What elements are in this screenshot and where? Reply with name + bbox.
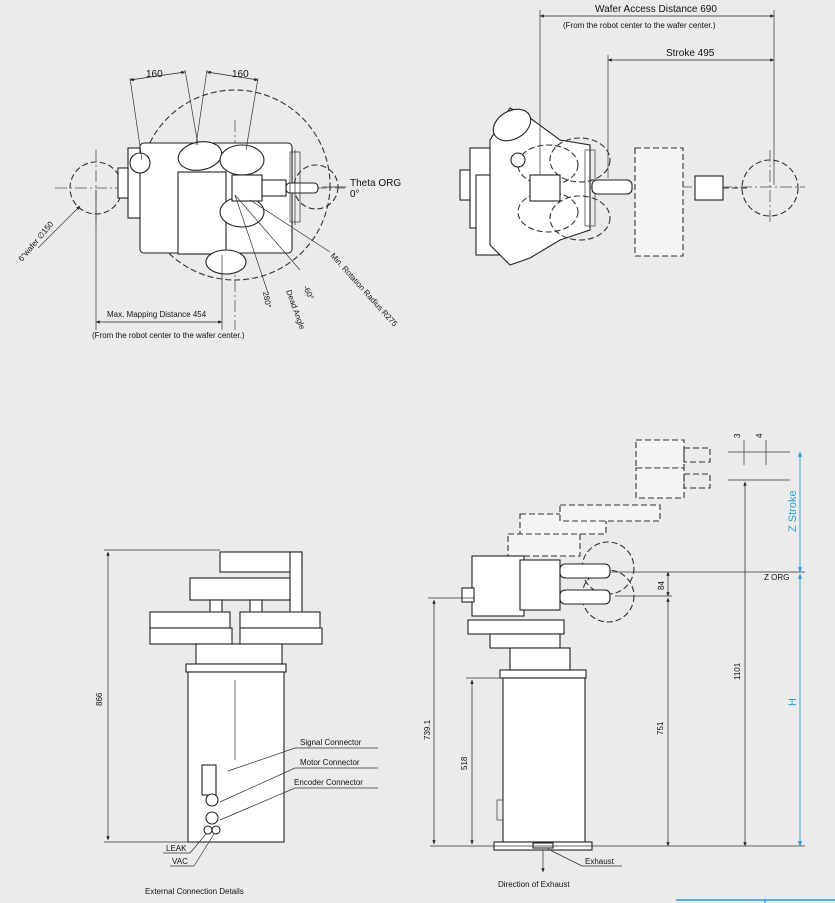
dead-angle-label: Dead Angle <box>284 289 307 331</box>
direction-exhaust-label: Direction of Exhaust <box>498 880 570 889</box>
max-mapping-note: (From the robot center to the wafer cent… <box>92 331 245 340</box>
encoder-connector-label: Encoder Connector <box>294 778 363 787</box>
dim-739: 739.1 <box>423 719 432 740</box>
vac-label: VAC <box>172 857 188 866</box>
z-stroke-label: Z Stroke <box>787 490 799 532</box>
dim-866: 866 <box>95 692 104 706</box>
dim-4: 4 <box>755 433 764 438</box>
top-view-rotation: 160 160 Theta ORG 0° 6"wafer ∅150 280° -… <box>17 69 402 340</box>
dim-160-left: 160 <box>146 69 163 80</box>
theta-zero-label: 0° <box>350 189 360 200</box>
side-base-column <box>502 677 586 843</box>
wafer-access-label: Wafer Access Distance 690 <box>595 4 717 15</box>
motor-connector-label: Motor Connector <box>300 758 360 767</box>
exhaust-label: Exhaust <box>585 857 615 866</box>
extended-arm-outline <box>634 147 684 257</box>
wafer-size-label: 6"wafer ∅150 <box>17 219 56 263</box>
access-wafer-circle <box>741 159 799 217</box>
stroke-label: Stroke 495 <box>666 48 715 59</box>
dim-160-right: 160 <box>232 69 249 80</box>
angle-280-label: 280° <box>261 291 273 309</box>
z-org-label: Z ORG <box>764 573 789 582</box>
front-view: 866 Signal Connector Motor Connector Enc… <box>95 549 378 896</box>
dim-84: 84 <box>657 581 666 590</box>
side-view: 3 4 Z Stroke Z ORG 84 1101 751 H 739.1 5… <box>423 433 805 889</box>
top-view-extension: Wafer Access Distance 690 (From the robo… <box>459 4 805 266</box>
dim-751: 751 <box>656 721 665 735</box>
angle-neg60-label: -60° <box>301 284 315 301</box>
signal-connector-label: Signal Connector <box>300 738 362 747</box>
robot-column <box>177 171 227 255</box>
min-rotation-label: Min. Rotation Radius R275 <box>329 251 400 328</box>
dim-518: 518 <box>460 756 469 770</box>
max-mapping-label: Max. Mapping Distance 454 <box>107 310 207 319</box>
leak-label: LEAK <box>166 844 187 853</box>
external-connection-caption: External Connection Details <box>145 887 244 896</box>
dim-1101: 1101 <box>733 662 742 680</box>
dim-3: 3 <box>733 433 742 438</box>
h-label: H <box>787 698 799 706</box>
wafer-access-note: (From the robot center to the wafer cent… <box>563 21 716 30</box>
theta-org-label: Theta ORG <box>350 178 401 189</box>
